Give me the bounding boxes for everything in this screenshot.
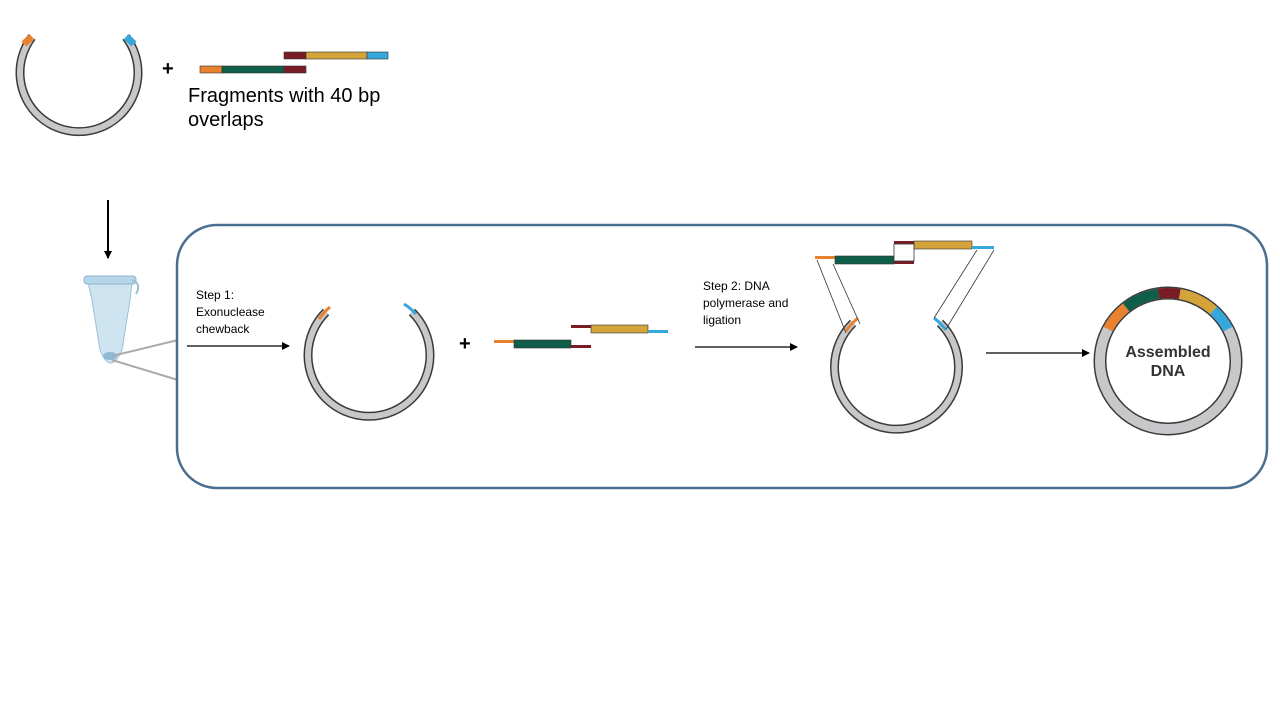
chewed-blue-overhang <box>648 330 668 333</box>
alignment-line <box>945 249 995 330</box>
assembled-gold-segment <box>1178 289 1217 315</box>
assembled-maroon-segment <box>1157 288 1181 299</box>
chewed-orange-overhang <box>494 340 514 343</box>
anneal-maroon-top <box>894 241 914 244</box>
chewed-maroon-overhang-top <box>571 325 591 328</box>
step2-label: Step 2: DNA polymerase and ligation <box>703 279 789 327</box>
assembled-green-segment <box>1123 288 1160 312</box>
assembled-dna-circle <box>1093 286 1243 436</box>
fragment2-maroon-overlap <box>283 51 307 60</box>
anneal-green <box>834 255 895 265</box>
vector-blue-end <box>123 34 137 47</box>
zoom-line-top <box>111 339 179 357</box>
chewed-maroon-overhang-bottom <box>571 345 591 348</box>
anneal-blue-strand <box>933 316 948 331</box>
assembled-blue-segment <box>1210 306 1233 332</box>
step1-label: Step 1: Exonuclease chewback <box>196 288 265 336</box>
fragment-gold <box>305 51 368 60</box>
fragment-green <box>221 65 285 74</box>
vector-backbone-chewed <box>303 302 435 421</box>
anneal-orange-overhang <box>815 256 835 259</box>
vector-backbone-open <box>15 34 143 137</box>
fragments-label: Fragments with 40 bp overlaps <box>188 85 381 131</box>
anneal-blue-overhang <box>972 246 994 249</box>
fragments-top <box>199 51 389 74</box>
process-panel <box>175 223 1269 490</box>
anneal-gold <box>913 240 973 250</box>
plus-sign-top: + <box>162 58 174 80</box>
anneal-orange-strand <box>844 316 859 332</box>
annealing-diagram <box>815 240 995 434</box>
assembled-orange-segment <box>1103 303 1130 332</box>
microcentrifuge-tube-icon <box>83 275 140 364</box>
zoom-line-bottom <box>111 359 179 381</box>
vector-orange-end <box>21 34 35 47</box>
plus-sign-middle: + <box>459 333 471 355</box>
chewed-orange-strand <box>317 305 331 320</box>
fragment-blue-overlap <box>366 51 389 60</box>
fragments-chewed <box>494 324 668 349</box>
anneal-maroon-bottom <box>894 261 914 264</box>
fragment-maroon-overlap <box>283 65 307 74</box>
alignment-line <box>816 259 847 334</box>
alignment-line <box>832 263 861 325</box>
fragment-orange-overlap <box>199 65 223 74</box>
gap-box <box>893 243 915 262</box>
chewed-green <box>513 339 572 349</box>
chewed-gold <box>590 324 649 334</box>
alignment-line <box>933 249 978 319</box>
chewed-blue-strand <box>403 302 418 316</box>
assembled-dna-label: Assembled DNA <box>1125 344 1211 380</box>
